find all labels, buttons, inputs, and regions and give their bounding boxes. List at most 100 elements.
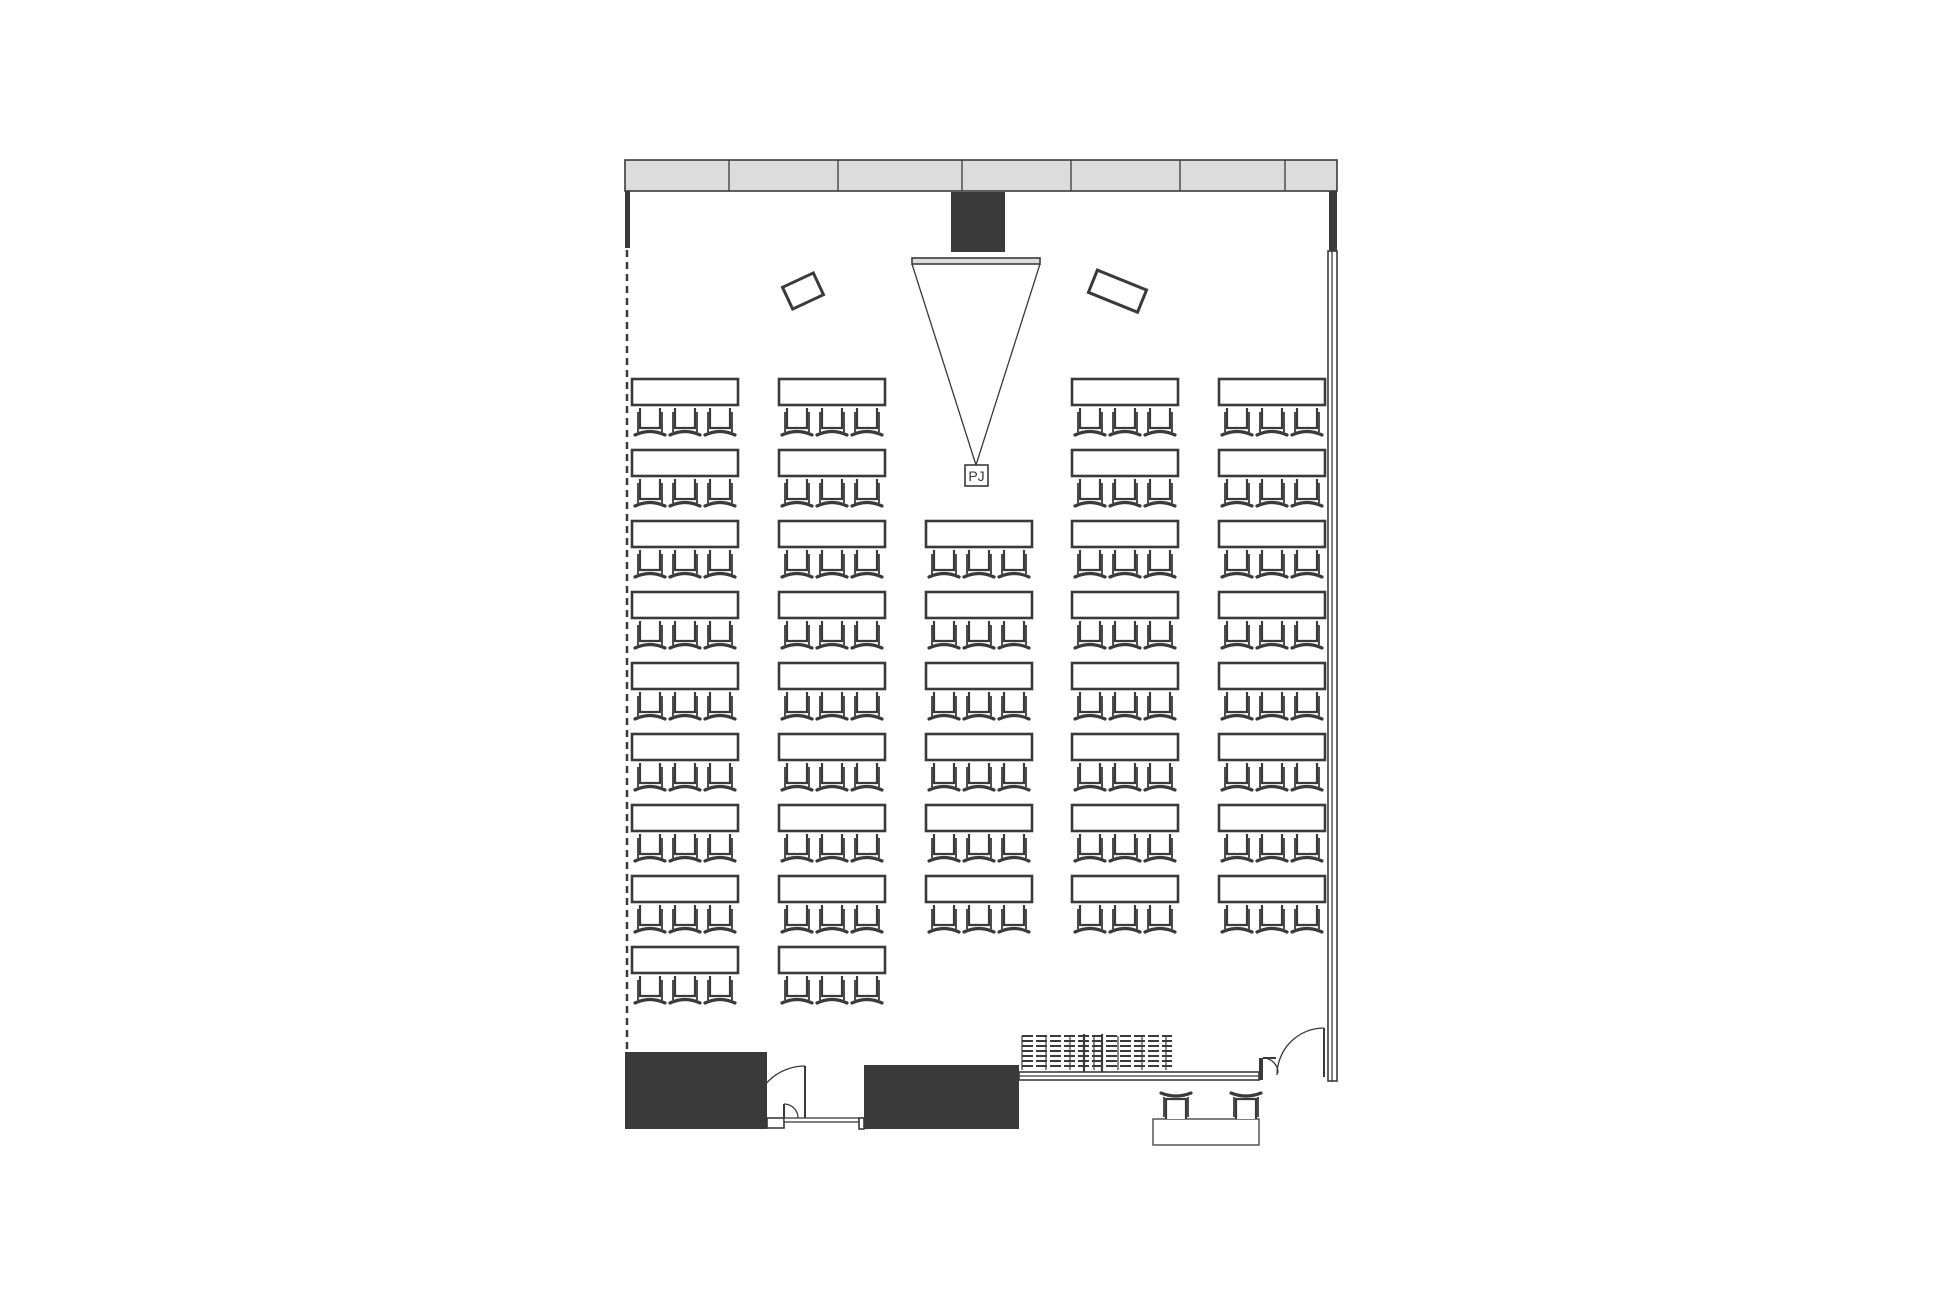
chair <box>1290 479 1324 508</box>
desk-group <box>1070 874 1180 934</box>
desk <box>924 519 1034 549</box>
chair <box>703 905 737 934</box>
desk-group <box>1070 661 1180 721</box>
chair <box>780 550 814 579</box>
storage-block-right <box>864 1065 1019 1129</box>
chair <box>1073 621 1107 650</box>
desk-group <box>1217 519 1327 579</box>
chair <box>1073 479 1107 508</box>
chair <box>815 905 849 934</box>
desk <box>1217 590 1327 620</box>
desk-group <box>777 590 887 650</box>
chair <box>780 621 814 650</box>
chair <box>1290 408 1324 437</box>
chair <box>703 976 737 1005</box>
chair <box>1143 834 1177 863</box>
desk <box>1070 732 1180 762</box>
reception-chairs <box>1159 1091 1263 1119</box>
chair <box>633 479 667 508</box>
side-table-right <box>1086 268 1149 315</box>
chair <box>815 621 849 650</box>
desk <box>630 874 740 904</box>
desk <box>1217 803 1327 833</box>
chair <box>1290 834 1324 863</box>
desk <box>1070 448 1180 478</box>
reception-chair <box>1159 1091 1193 1119</box>
side-table-left <box>780 270 826 312</box>
chair <box>962 763 996 792</box>
chair <box>633 550 667 579</box>
chair <box>668 763 702 792</box>
desk <box>1217 661 1327 691</box>
desk-group <box>1217 874 1327 934</box>
chair <box>1143 763 1177 792</box>
desk-group <box>777 519 887 579</box>
chair <box>850 621 884 650</box>
chair <box>997 621 1031 650</box>
chair <box>780 834 814 863</box>
desk <box>777 945 887 975</box>
chair <box>1290 550 1324 579</box>
chair <box>668 408 702 437</box>
chair <box>1108 763 1142 792</box>
chair <box>927 621 961 650</box>
desk-group <box>924 874 1034 934</box>
chair <box>1255 408 1289 437</box>
chair <box>1143 621 1177 650</box>
desk <box>777 377 887 407</box>
desk-group <box>630 448 740 508</box>
chair <box>815 408 849 437</box>
window-band <box>624 159 1338 192</box>
chair <box>815 692 849 721</box>
desk-group <box>1070 590 1180 650</box>
chair <box>962 550 996 579</box>
desk-group <box>924 519 1034 579</box>
desk <box>1217 377 1327 407</box>
chair <box>850 479 884 508</box>
desk-group <box>924 590 1034 650</box>
chair <box>633 834 667 863</box>
chair <box>1073 550 1107 579</box>
desk <box>1070 803 1180 833</box>
projector-label: PJ <box>968 468 984 484</box>
chair <box>668 621 702 650</box>
desk <box>924 590 1034 620</box>
chair <box>962 905 996 934</box>
desk <box>630 732 740 762</box>
chair <box>780 408 814 437</box>
chair <box>1143 692 1177 721</box>
desk <box>1070 590 1180 620</box>
chair <box>927 763 961 792</box>
desk <box>1070 519 1180 549</box>
chair <box>780 763 814 792</box>
chair <box>1290 621 1324 650</box>
chair <box>1108 479 1142 508</box>
reception-desk <box>1152 1118 1260 1146</box>
chair <box>668 905 702 934</box>
chair <box>815 834 849 863</box>
desk <box>924 732 1034 762</box>
desk-group <box>630 377 740 437</box>
chair <box>997 763 1031 792</box>
chair <box>668 692 702 721</box>
chair <box>850 692 884 721</box>
storage-block-left <box>625 1052 767 1129</box>
chair <box>815 479 849 508</box>
chair <box>927 905 961 934</box>
chair <box>1073 834 1107 863</box>
chair <box>703 834 737 863</box>
pillar <box>951 192 1005 252</box>
chair <box>780 976 814 1005</box>
desk <box>924 874 1034 904</box>
chair <box>1143 408 1177 437</box>
chair <box>1108 621 1142 650</box>
desk-group <box>1070 377 1180 437</box>
desk <box>630 803 740 833</box>
desk-group <box>1217 590 1327 650</box>
chair <box>1220 550 1254 579</box>
desk-group <box>630 732 740 792</box>
chair <box>780 692 814 721</box>
chair <box>633 408 667 437</box>
chair <box>850 976 884 1005</box>
chair <box>1108 408 1142 437</box>
